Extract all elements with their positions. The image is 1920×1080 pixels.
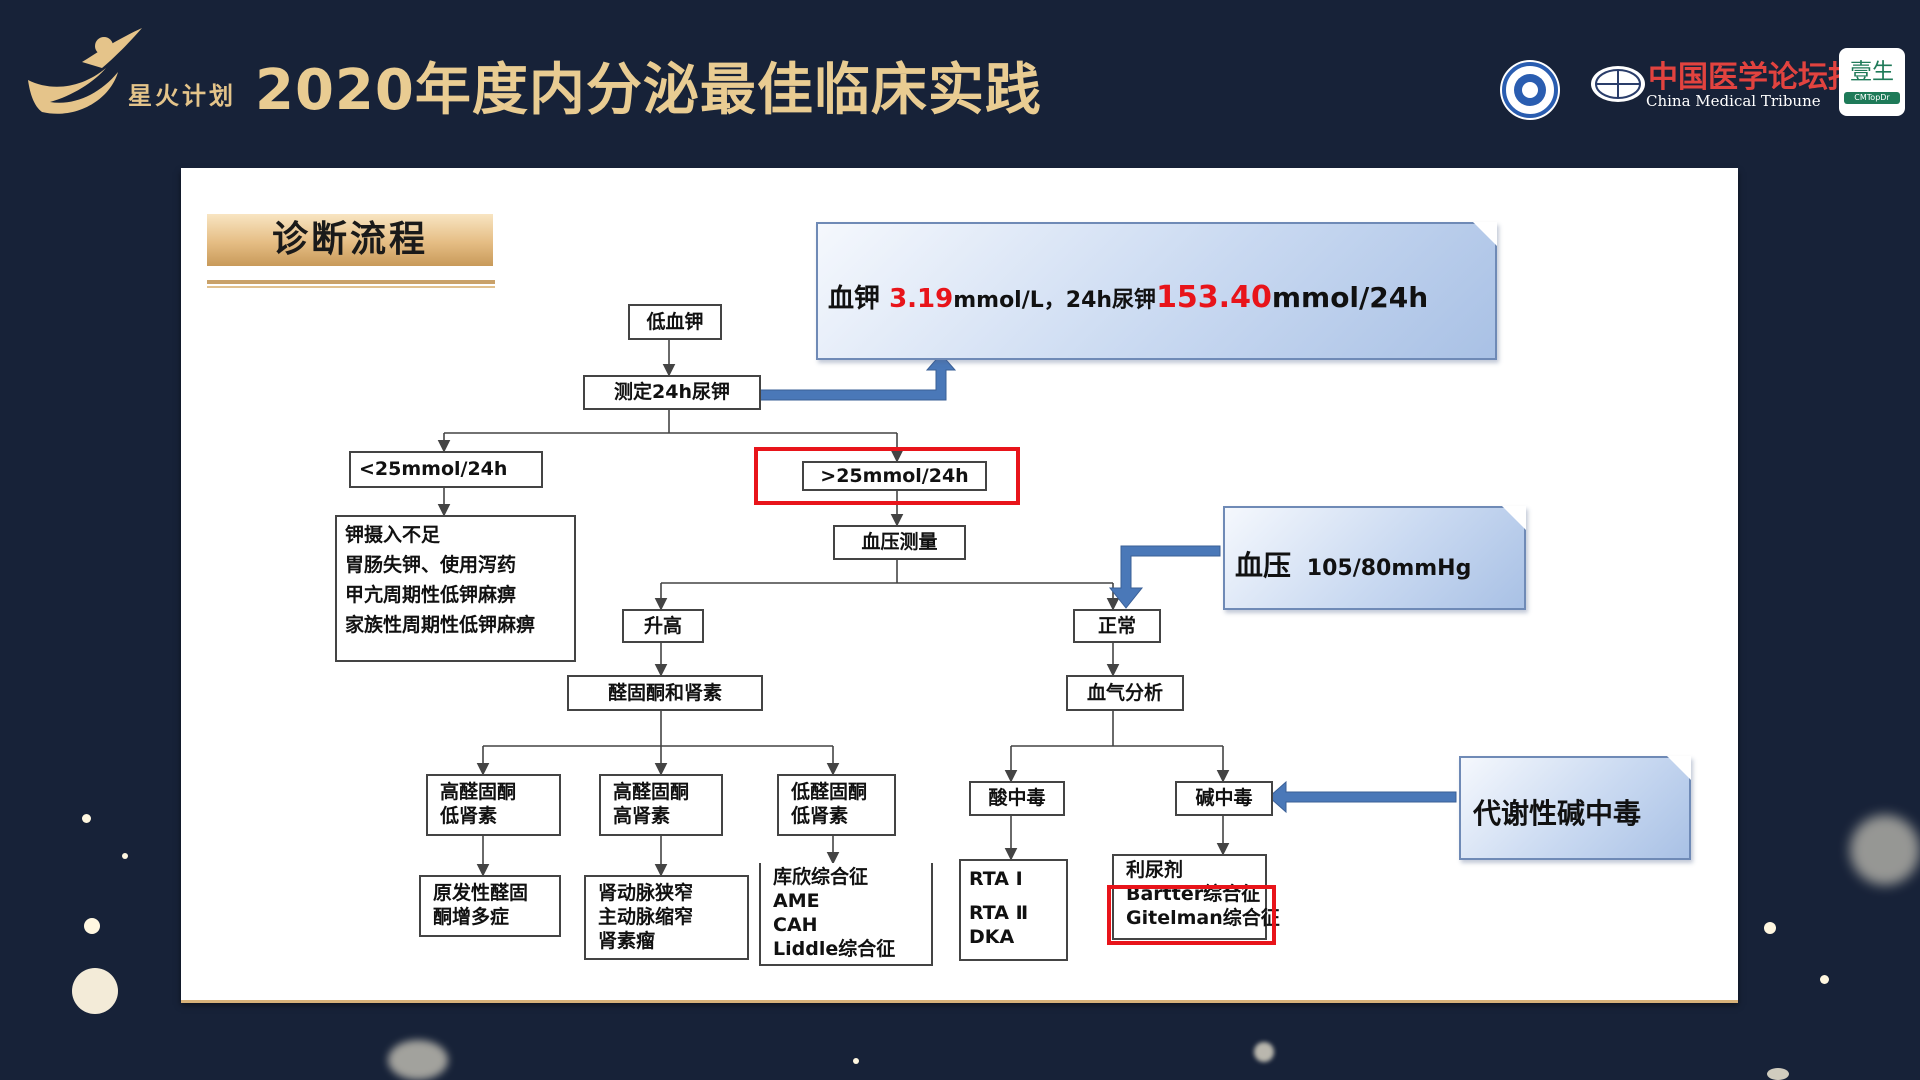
sparkle (1850, 815, 1920, 885)
highlight-bartter-gitelman (1107, 885, 1276, 945)
node-normal: 正常 (1073, 609, 1161, 643)
node-line: 酮增多症 (433, 906, 510, 928)
node-line: 低肾素 (440, 805, 498, 827)
serum-potassium-unit: mmol/L，24h尿钾 (953, 288, 1157, 313)
sparkle (388, 1040, 448, 1080)
node-high-aldo-low-renin: 高醛固酮 低肾素 (426, 774, 561, 836)
callout-fold (1502, 506, 1526, 530)
logo-text: 星火计划 (128, 82, 236, 110)
node-line: 库欣综合征 (773, 866, 869, 888)
blue-arrow-from-alkalosis (1268, 780, 1457, 814)
node-measure-24h: 测定24h尿钾 (583, 375, 761, 410)
sparkle (853, 1058, 859, 1064)
sparkle (1764, 922, 1776, 934)
node-bp-measure: 血压测量 (833, 525, 966, 560)
blue-arrow-from-bp (1108, 545, 1221, 609)
node-primary-aldo: 原发性醛固 酮增多症 (419, 875, 561, 937)
section-title: 诊断流程 (207, 214, 493, 266)
urine-potassium-value: 153.40 (1156, 280, 1272, 315)
association-seal-icon (1500, 60, 1560, 120)
node-blood-gas: 血气分析 (1066, 675, 1184, 711)
node-line: 主动脉缩窄 (598, 906, 694, 928)
serum-potassium-value: 3.19 (889, 284, 954, 314)
callout-potassium: 血钾 3.19mmol/L，24h尿钾153.40mmol/24h (816, 222, 1497, 360)
node-line: AME (773, 890, 820, 912)
slide-bottom-line (181, 1000, 1738, 1003)
sparkle (1254, 1042, 1274, 1062)
metabolic-alkalosis-label: 代谢性碱中毒 (1473, 797, 1642, 830)
node-hypokalemia: 低血钾 (628, 304, 722, 340)
list-item: DKA (969, 926, 1015, 948)
node-line: 肾动脉狭窄 (598, 882, 694, 904)
slide-content: 诊断流程 (181, 168, 1738, 1001)
sparkle (1767, 1068, 1789, 1080)
section-underline (207, 280, 495, 284)
node-gt25: >25mmol/24h (802, 461, 987, 491)
callout-bp: 血压 105/80mmHg (1223, 506, 1526, 610)
node-line: 高醛固酮 (440, 781, 517, 803)
xinghuo-logo-icon (28, 28, 142, 114)
node-line: 肾素瘤 (598, 930, 656, 952)
callout-fold (1667, 756, 1691, 780)
node-low-aldo-low-renin: 低醛固酮 低肾素 (777, 774, 896, 836)
node-line: 低肾素 (791, 805, 849, 827)
flow-connectors (437, 340, 1457, 877)
node-line: Gitelman综合征 (1126, 907, 1280, 929)
badge-main-text: 壹生 (1849, 60, 1894, 85)
node-line: 低醛固酮 (791, 781, 868, 803)
list-item: 钾摄入不足 (345, 524, 441, 546)
bp-value: 105/80mmHg (1306, 556, 1472, 581)
list-item: 家族性周期性低钾麻痹 (345, 614, 536, 636)
node-line: 原发性醛固 (433, 882, 529, 904)
partner-name: 中国医学论坛报 (1648, 60, 1858, 95)
node-renal-artery: 肾动脉狭窄 主动脉缩窄 肾素瘤 (584, 875, 749, 960)
callout-fold (1473, 222, 1497, 246)
node-line: Liddle综合征 (773, 938, 896, 960)
list-item: RTA Ⅱ (969, 902, 1029, 924)
list-item: 胃肠失钾、使用泻药 (345, 554, 517, 576)
urine-potassium-unit: mmol/24h (1271, 281, 1429, 314)
yisheng-badge: 壹生 CMTopDr (1839, 48, 1905, 116)
node-lt25: <25mmol/24h (349, 451, 543, 488)
potassium-prefix: 血钾 (828, 284, 890, 314)
node-cushing-etc: 库欣综合征 AME CAH Liddle综合征 (759, 863, 933, 966)
callout-metabolic-alkalosis: 代谢性碱中毒 (1459, 756, 1691, 860)
sparkle (82, 814, 91, 823)
node-rta: RTA Ⅰ RTA Ⅱ DKA (959, 859, 1068, 961)
partner-subtitle: China Medical Tribune (1646, 92, 1821, 110)
highlight-gt25 (754, 447, 1020, 505)
header: 星火计划 2020年度内分泌最佳临床实践 中国医学论坛报 China Medic… (0, 0, 1920, 160)
node-line: 高肾素 (613, 805, 671, 827)
sparkle (84, 918, 100, 934)
node-aldo-renin: 醛固酮和肾素 (567, 675, 763, 711)
node-high-aldo-high-renin: 高醛固酮 高肾素 (599, 774, 723, 836)
sparkle (1820, 975, 1829, 984)
list-item: RTA Ⅰ (969, 868, 1023, 890)
badge-sub-text: CMTopDr (1844, 92, 1900, 104)
globe-emblem-icon (1591, 66, 1645, 102)
sparkle (122, 853, 128, 859)
node-line: 利尿剂 (1126, 859, 1184, 881)
node-line: CAH (773, 914, 818, 936)
node-acidosis: 酸中毒 (969, 781, 1065, 816)
node-line: 高醛固酮 (613, 781, 690, 803)
list-item: 甲亢周期性低钾麻痹 (345, 584, 517, 606)
node-low-intake: 钾摄入不足 胃肠失钾、使用泻药 甲亢周期性低钾麻痹 家族性周期性低钾麻痹 (335, 515, 576, 662)
node-elevated: 升高 (622, 609, 704, 643)
page-title: 2020年度内分泌最佳临床实践 (255, 58, 1042, 123)
sparkle (72, 968, 118, 1014)
node-alkalosis: 碱中毒 (1175, 781, 1273, 816)
bp-label: 血压 (1235, 549, 1292, 582)
blue-arrow-to-potassium (752, 353, 957, 401)
section-underline (207, 286, 495, 288)
